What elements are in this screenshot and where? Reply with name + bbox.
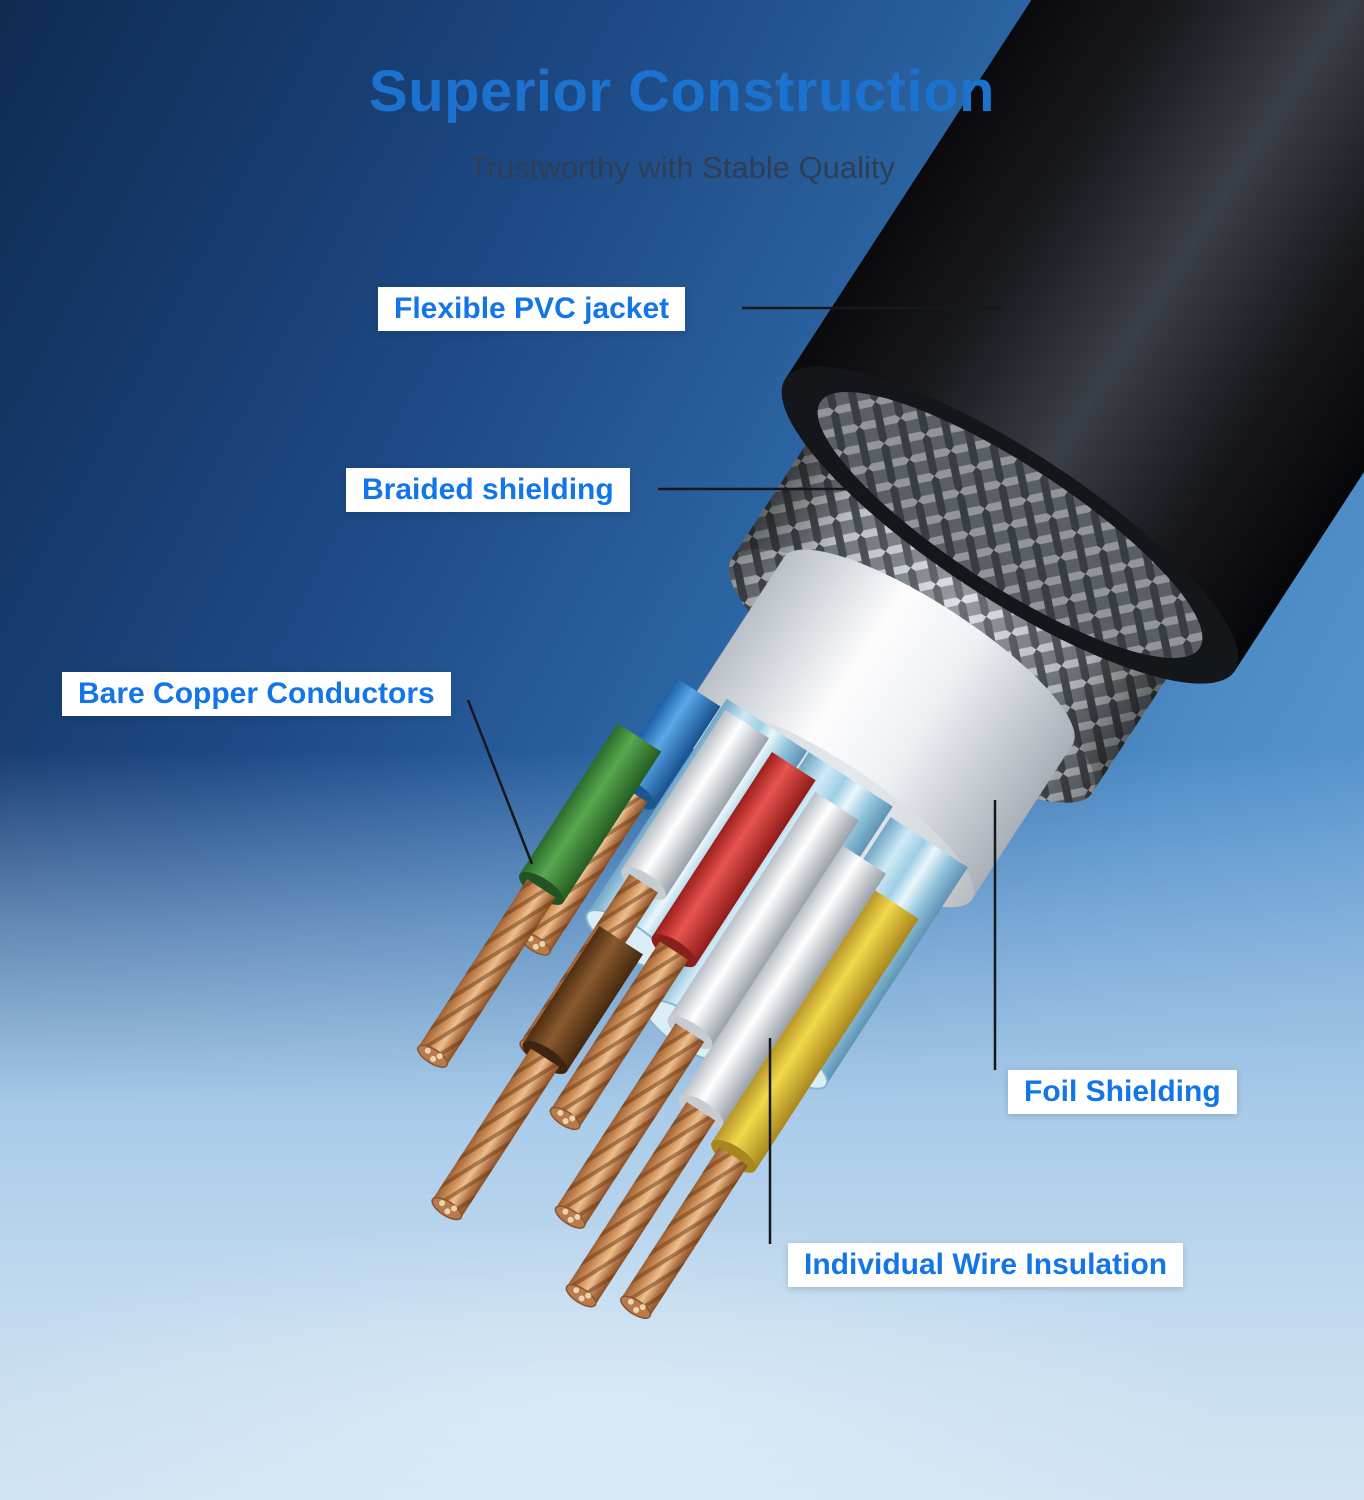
- label-bare-copper-conductors: Bare Copper Conductors: [62, 672, 451, 716]
- wire-brown: [431, 926, 643, 1221]
- leader-line-copper: [466, 699, 534, 865]
- label-braided-shielding: Braided shielding: [346, 468, 630, 512]
- label-individual-wire-insulation: Individual Wire Insulation: [788, 1243, 1184, 1287]
- wire-white-3: [565, 845, 887, 1308]
- pvc-jacket: [781, 0, 1364, 684]
- wire-yellow: [620, 890, 919, 1319]
- wire-red: [549, 751, 816, 1131]
- label-foil-shielding: Foil Shielding: [1008, 1070, 1237, 1114]
- label-flexible-pvc-jacket: Flexible PVC jacket: [378, 287, 686, 331]
- page-subtitle: Trustworthy with Stable Quality: [468, 150, 896, 185]
- wire-white-2: [554, 791, 859, 1229]
- page-title: Superior Construction: [369, 59, 995, 124]
- leader-lines: [466, 306, 1002, 1244]
- wire-green: [417, 723, 662, 1068]
